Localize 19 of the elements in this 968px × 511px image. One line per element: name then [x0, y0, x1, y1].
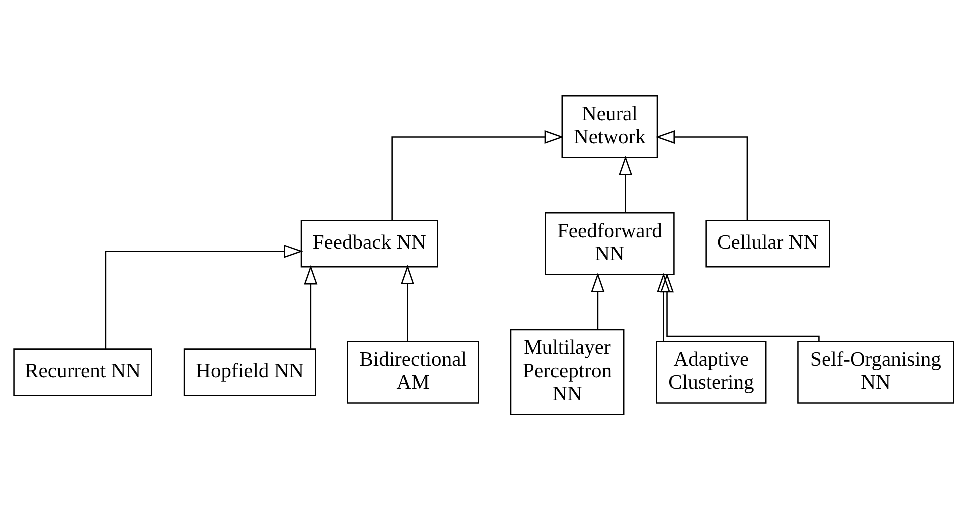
arrow — [401, 265, 414, 342]
node-box: Hopfield NN — [184, 348, 316, 396]
arrow — [657, 273, 671, 342]
arrow — [392, 130, 564, 221]
node-box: Recurrent NN — [14, 348, 152, 396]
arrow — [591, 272, 605, 330]
node-box: Feedforward NN — [545, 212, 675, 276]
arrow — [656, 130, 748, 221]
arrow — [304, 265, 318, 349]
arrow — [105, 244, 304, 350]
arrow — [660, 273, 820, 342]
node-box: Neural Network — [562, 96, 658, 158]
node-box: Cellular NN — [706, 220, 830, 268]
node-box: Adaptive Clustering — [656, 340, 767, 404]
node-box: Bidirectional AM — [347, 340, 480, 404]
node-box: Multilayer Perceptron NN — [510, 329, 625, 416]
node-box: Self-Organising NN — [798, 340, 954, 404]
arrow — [619, 156, 633, 213]
node-box: Feedback NN — [300, 220, 438, 268]
